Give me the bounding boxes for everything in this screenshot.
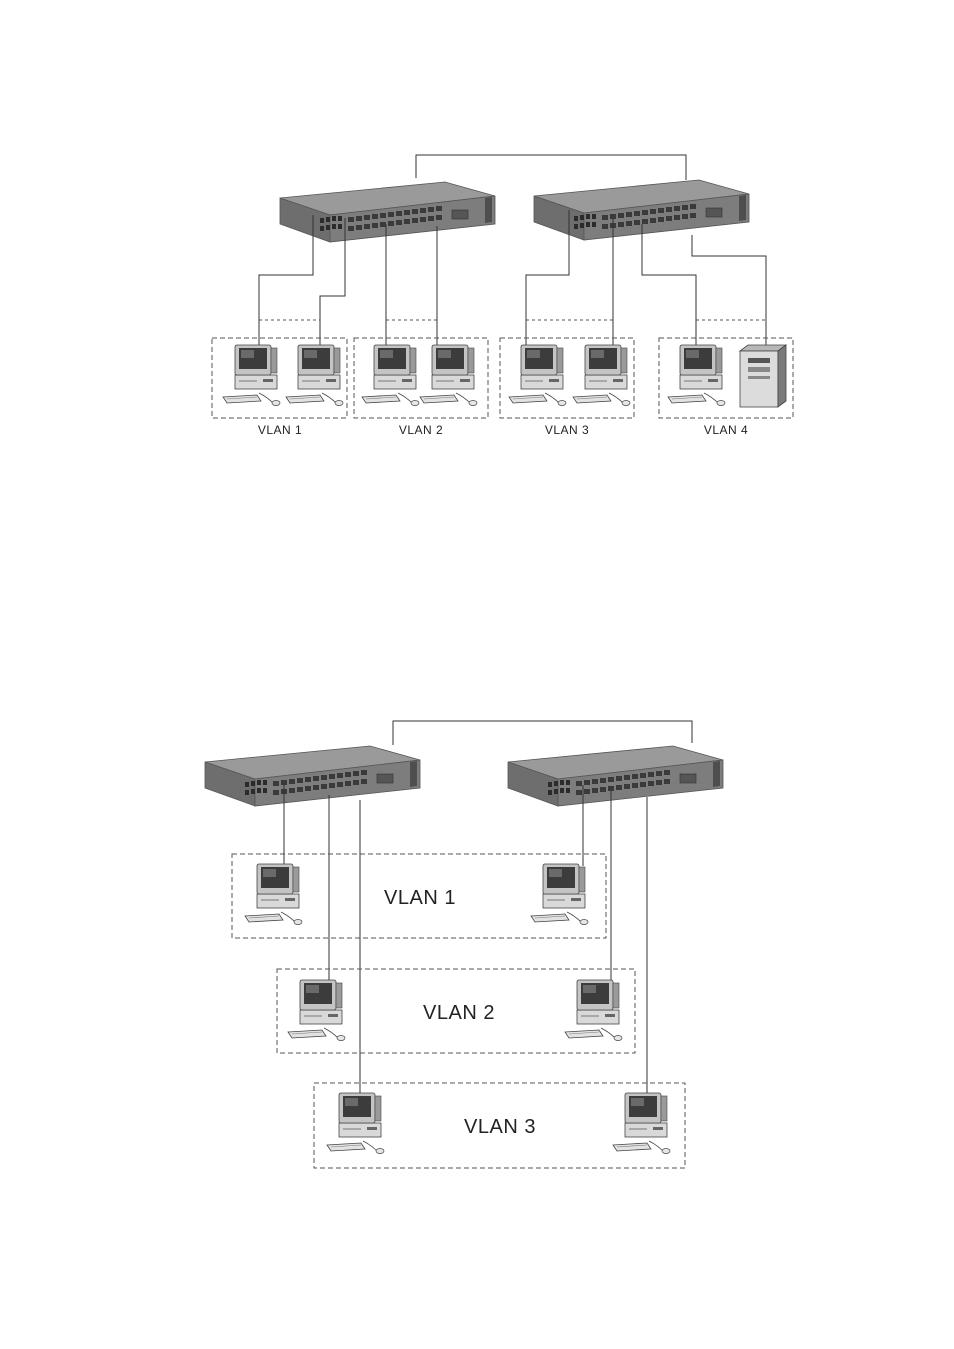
computer-icon [286, 345, 343, 406]
computer-icon [420, 345, 477, 406]
bottom-diagram: VLAN 1 VLAN 2 VLAN 3 [205, 721, 723, 1168]
computer-icon [573, 345, 630, 406]
computer-icon [327, 1093, 384, 1154]
top-diagram: VLAN 1 VLAN 2 VLAN 3 VLAN 4 [212, 155, 793, 437]
link-vlan4-pc1 [642, 224, 696, 345]
link-vlan4-server [692, 235, 766, 345]
vlan-label-2-bottom: VLAN 2 [423, 1002, 495, 1024]
computer-icon [245, 864, 302, 925]
trunk-link-bottom [393, 721, 692, 745]
computer-icon [668, 345, 725, 406]
computer-icon [531, 864, 588, 925]
computer-icon [223, 345, 280, 406]
vlan-label-1-bottom: VLAN 1 [384, 887, 456, 909]
computer-icon [613, 1093, 670, 1154]
computer-icon [509, 345, 566, 406]
switch-left-bottom [205, 746, 420, 806]
switch-left-top [280, 182, 495, 242]
computer-icon [565, 980, 622, 1041]
switch-right-bottom [508, 746, 723, 806]
vlan-label-2-top: VLAN 2 [399, 423, 443, 437]
vlan-label-4-top: VLAN 4 [704, 423, 748, 437]
vlan-label-3-top: VLAN 3 [545, 423, 589, 437]
server-icon [740, 345, 786, 407]
computer-icon [362, 345, 419, 406]
trunk-link-top [416, 155, 686, 180]
link-vlan1-pc1 [259, 215, 313, 345]
computer-icon [288, 980, 345, 1041]
vlan-label-3-bottom: VLAN 3 [464, 1116, 536, 1138]
vlan-label-1-top: VLAN 1 [258, 423, 302, 437]
